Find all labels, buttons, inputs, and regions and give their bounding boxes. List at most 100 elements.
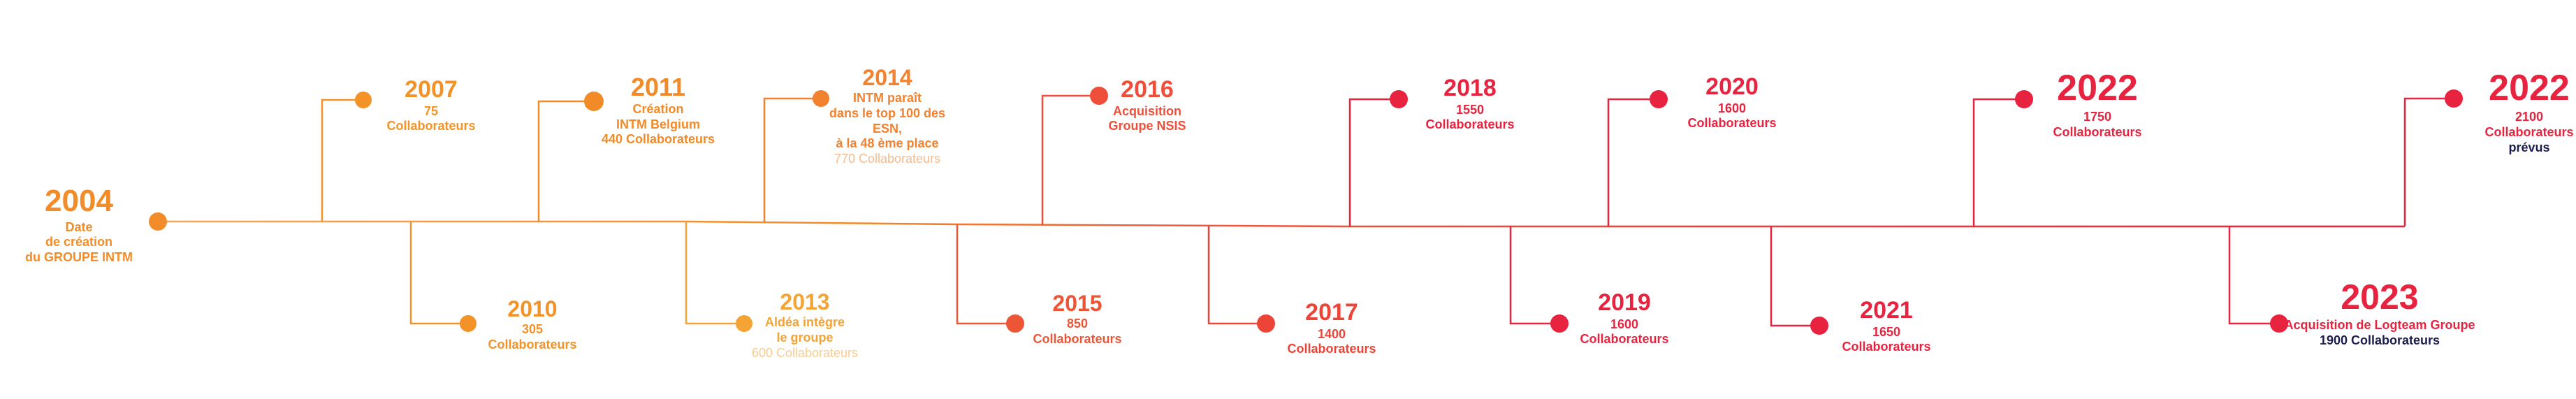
timeline-connector-2023 xyxy=(2228,226,2279,325)
event-year: 2023 xyxy=(2341,277,2419,317)
event-detail-line: Acquisition de Logteam Groupe xyxy=(2284,318,2475,332)
event-year: 2010 xyxy=(507,296,558,321)
event-year: 2022 xyxy=(2057,68,2138,108)
event-detail-line: du GROUPE INTM xyxy=(25,249,133,264)
timeline-connector-2019 xyxy=(1509,226,1559,325)
event-year: 2021 xyxy=(1860,297,1913,324)
timeline-connector-2022 xyxy=(2403,97,2454,226)
event-year: 2016 xyxy=(1121,76,1174,103)
timeline-dot-2021 xyxy=(1810,317,1828,335)
timeline-dot-2007 xyxy=(355,92,372,108)
event-detail-line: 2100 xyxy=(2515,110,2544,124)
timeline-dot-2015 xyxy=(1006,314,1024,333)
timeline-connector-2018 xyxy=(1348,98,1399,226)
event-detail-line: le groupe xyxy=(776,330,834,344)
timeline-connector-2022 xyxy=(1972,98,2024,226)
event-year: 2015 xyxy=(1052,291,1103,316)
event-detail-line: 1750 xyxy=(2083,110,2112,124)
timeline-dot-2013 xyxy=(736,315,752,332)
timeline-dot-2011 xyxy=(584,92,604,111)
event-detail-line: Date xyxy=(65,219,93,234)
event-detail-line: Collaborateurs xyxy=(1580,332,1669,347)
timeline-connector-2016 xyxy=(1041,94,1099,225)
event-detail-line: INTM paraît xyxy=(852,91,922,106)
event-detail-line: Aldéa intègre xyxy=(764,315,845,330)
event-year: 2020 xyxy=(1705,73,1759,100)
event-detail-line: Collaborateurs xyxy=(1033,331,1122,346)
event-detail-line: Création xyxy=(632,102,684,117)
timeline-dot-2020 xyxy=(1650,90,1668,108)
timeline-connector-2007 xyxy=(321,99,363,222)
timeline-dot-2022 xyxy=(2015,90,2033,108)
event-year: 2013 xyxy=(780,289,830,314)
timeline-dot-2019 xyxy=(1550,314,1569,333)
timeline-connector-2020 xyxy=(1607,98,1659,226)
event-year: 2018 xyxy=(1443,75,1497,101)
event-year: 2022 xyxy=(2489,68,2570,108)
event-detail-line: Collaborateurs xyxy=(1287,342,1376,356)
event-detail-line: Collaborateurs xyxy=(488,337,577,351)
timeline-connector-2013 xyxy=(685,222,744,325)
timeline-dot-2018 xyxy=(1390,90,1408,108)
event-year: 2007 xyxy=(405,76,458,103)
event-detail-line: 1900 Collaborateurs xyxy=(2319,333,2440,347)
timeline-dot-2014 xyxy=(813,90,829,107)
event-detail-line: 1650 xyxy=(1872,324,1901,339)
event-detail-line: prévus xyxy=(2508,140,2550,154)
event-year: 2017 xyxy=(1305,299,1358,326)
event-year: 2004 xyxy=(45,184,113,218)
event-detail-line: 770 Collaborateurs xyxy=(834,151,941,166)
event-detail-line: 1400 xyxy=(1317,326,1346,341)
event-detail-line: Groupe NSIS xyxy=(1108,119,1186,133)
event-detail-line: à la 48 ème place xyxy=(836,136,939,151)
timeline-connector-2017 xyxy=(1207,226,1266,325)
event-detail-line: 440 Collaborateurs xyxy=(601,132,715,147)
timeline-dot-2004 xyxy=(149,212,167,231)
timeline-dot-2023 xyxy=(2270,314,2288,333)
event-year: 2014 xyxy=(862,65,912,90)
timeline-connector-2011 xyxy=(537,100,594,222)
event-detail-line: Collaborateurs xyxy=(1687,116,1777,131)
timeline-connector-2021 xyxy=(1770,226,1819,327)
event-detail-line: 600 Collaborateurs xyxy=(751,345,859,360)
event-detail-line: Collaborateurs xyxy=(2484,124,2574,139)
event-detail-line: dans le top 100 des xyxy=(829,106,946,120)
event-detail-line: 75 xyxy=(423,103,439,118)
event-detail-line: 850 xyxy=(1066,317,1089,331)
timeline-dot-2010 xyxy=(460,315,476,332)
event-year: 2011 xyxy=(630,73,686,101)
timeline-baseline xyxy=(158,220,2405,228)
event-detail-line: ESN, xyxy=(872,121,902,136)
event-detail-line: 1550 xyxy=(1455,102,1485,117)
timeline-connector-2010 xyxy=(409,222,468,325)
event-detail-line: 1600 xyxy=(1717,101,1747,115)
event-year: 2019 xyxy=(1598,289,1651,316)
timeline-dot-2017 xyxy=(1257,314,1275,333)
event-detail-line: Collaborateurs xyxy=(2053,124,2142,139)
event-detail-line: de création xyxy=(45,235,113,249)
event-detail-line: 305 xyxy=(521,322,544,337)
event-detail-line: 1600 xyxy=(1610,317,1639,331)
timeline-dot-2022 xyxy=(2445,89,2463,108)
event-detail-line: Acquisition xyxy=(1113,103,1181,118)
timeline-dot-2016 xyxy=(1090,87,1108,105)
event-detail-line: Collaborateurs xyxy=(1842,340,1931,354)
event-detail-line: Collaborateurs xyxy=(1425,117,1515,132)
timeline-connector-2015 xyxy=(956,224,1015,325)
